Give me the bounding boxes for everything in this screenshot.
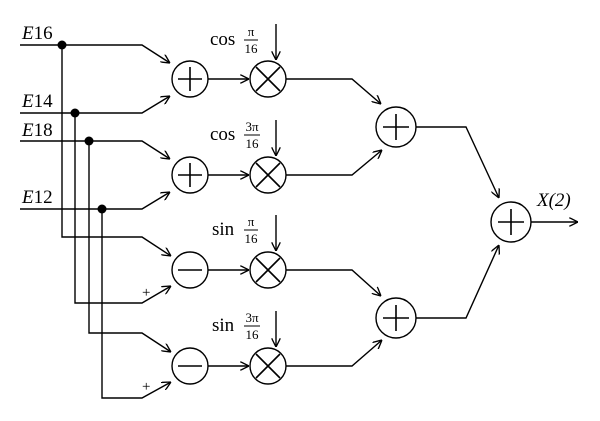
- subtractor-2: [171, 347, 209, 385]
- coefficient-cos-pi-16: cos π 16: [210, 24, 258, 56]
- svg-text:3π: 3π: [245, 119, 259, 134]
- input-line-e12: [20, 192, 170, 210]
- adder-stage2-top: [375, 106, 417, 148]
- wire-mul1-add3: [286, 78, 381, 104]
- adder-top-1: [171, 60, 209, 98]
- svg-text:cos: cos: [210, 29, 235, 50]
- plus-sign-2: +: [142, 379, 150, 395]
- adder-top-2: [171, 156, 209, 194]
- branch-e12: [101, 209, 171, 399]
- svg-text:16: 16: [246, 136, 260, 151]
- junction-dot-e16: [57, 40, 67, 50]
- input-label-e18: E18: [21, 120, 53, 141]
- adder-final: [490, 201, 532, 243]
- input-label-e14: E14: [21, 91, 53, 112]
- svg-text:sin: sin: [212, 315, 235, 336]
- coefficient-cos-3pi-16: cos 3π 16: [210, 119, 260, 151]
- coefficient-sin-pi-16: sin π 16: [212, 214, 258, 246]
- input-line-e16: [20, 44, 170, 63]
- svg-text:16: 16: [245, 41, 259, 56]
- multiplier-4: [249, 347, 287, 385]
- output-label-x2: X(2): [536, 190, 571, 211]
- branch-e18: [88, 141, 171, 352]
- wire-mul2-add3: [286, 150, 382, 176]
- branch-e16: [61, 45, 171, 256]
- coefficient-sin-3pi-16: sin 3π 16: [212, 310, 260, 342]
- junction-dot-e12: [97, 204, 107, 214]
- wire-add3-final: [416, 126, 499, 198]
- wire-mul4-add4: [286, 340, 382, 367]
- svg-text:16: 16: [246, 327, 260, 342]
- plus-sign-1: +: [142, 285, 150, 301]
- svg-text:16: 16: [245, 231, 259, 246]
- input-line-e18: [20, 140, 170, 159]
- input-label-e16: E16: [21, 23, 53, 44]
- svg-text:π: π: [248, 214, 255, 229]
- adder-stage2-bottom: [375, 297, 417, 339]
- junction-dot-e18: [84, 136, 94, 146]
- input-label-e12: E12: [21, 187, 53, 208]
- svg-text:sin: sin: [212, 219, 235, 240]
- multiplier-3: [249, 251, 287, 289]
- branch-e14: [74, 113, 171, 304]
- input-line-e14: [20, 96, 170, 114]
- subtractor-1: [171, 251, 209, 289]
- multiplier-2: [249, 156, 287, 194]
- wire-mul3-add4: [286, 269, 381, 296]
- svg-text:π: π: [248, 24, 255, 39]
- junction-dot-e14: [70, 108, 80, 118]
- wire-add4-final: [416, 245, 499, 319]
- multiplier-1: [249, 60, 287, 98]
- svg-text:3π: 3π: [245, 310, 259, 325]
- svg-text:cos: cos: [210, 124, 235, 145]
